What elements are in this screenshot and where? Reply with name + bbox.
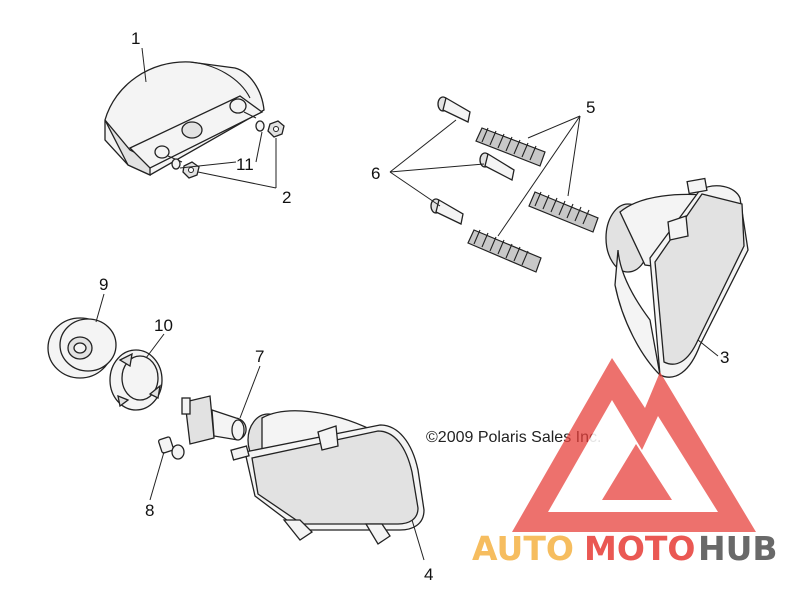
bolt-middle bbox=[479, 152, 515, 181]
tail-light-housing bbox=[104, 61, 265, 177]
callout-4: 4 bbox=[424, 565, 433, 584]
headlight-bulb bbox=[181, 395, 247, 445]
callout-2: 2 bbox=[282, 188, 291, 207]
callout-6: 6 bbox=[371, 164, 380, 183]
leader-lines bbox=[95, 47, 719, 561]
callout-10: 10 bbox=[154, 316, 173, 335]
bolt-top bbox=[437, 96, 471, 123]
callout-9: 9 bbox=[99, 275, 108, 294]
callout-8: 8 bbox=[145, 501, 154, 520]
callout-labels: 1 2 3 4 5 6 7 8 9 10 11 bbox=[99, 29, 729, 584]
spring-bottom bbox=[467, 229, 542, 273]
nut-lower bbox=[182, 161, 200, 179]
copyright-notice: ©2009 Polaris Sales Inc. bbox=[426, 429, 601, 446]
headlight-left bbox=[230, 410, 425, 545]
watermark-triangle-core bbox=[602, 444, 672, 500]
callout-7: 7 bbox=[255, 347, 264, 366]
washer-upper bbox=[255, 120, 265, 132]
watermark-text-moto: MOTO bbox=[584, 529, 695, 568]
callout-1: 1 bbox=[131, 29, 140, 48]
watermark-text-hub: HUB bbox=[698, 529, 778, 568]
retainer-ring bbox=[109, 349, 163, 411]
watermark-text-auto: AUTO bbox=[472, 529, 574, 568]
socket-cover bbox=[47, 317, 117, 379]
washer-lower bbox=[171, 158, 181, 170]
watermark-logo: AUTO MOTO HUB bbox=[472, 358, 778, 568]
spring-middle bbox=[528, 191, 599, 233]
nut-upper bbox=[267, 120, 285, 138]
callout-11: 11 bbox=[236, 155, 254, 174]
callout-5: 5 bbox=[586, 98, 595, 117]
bolt-bottom bbox=[430, 198, 464, 225]
small-bulb bbox=[158, 436, 185, 460]
spring-top bbox=[475, 127, 546, 167]
headlight-right bbox=[605, 177, 749, 378]
callout-3: 3 bbox=[720, 348, 729, 367]
